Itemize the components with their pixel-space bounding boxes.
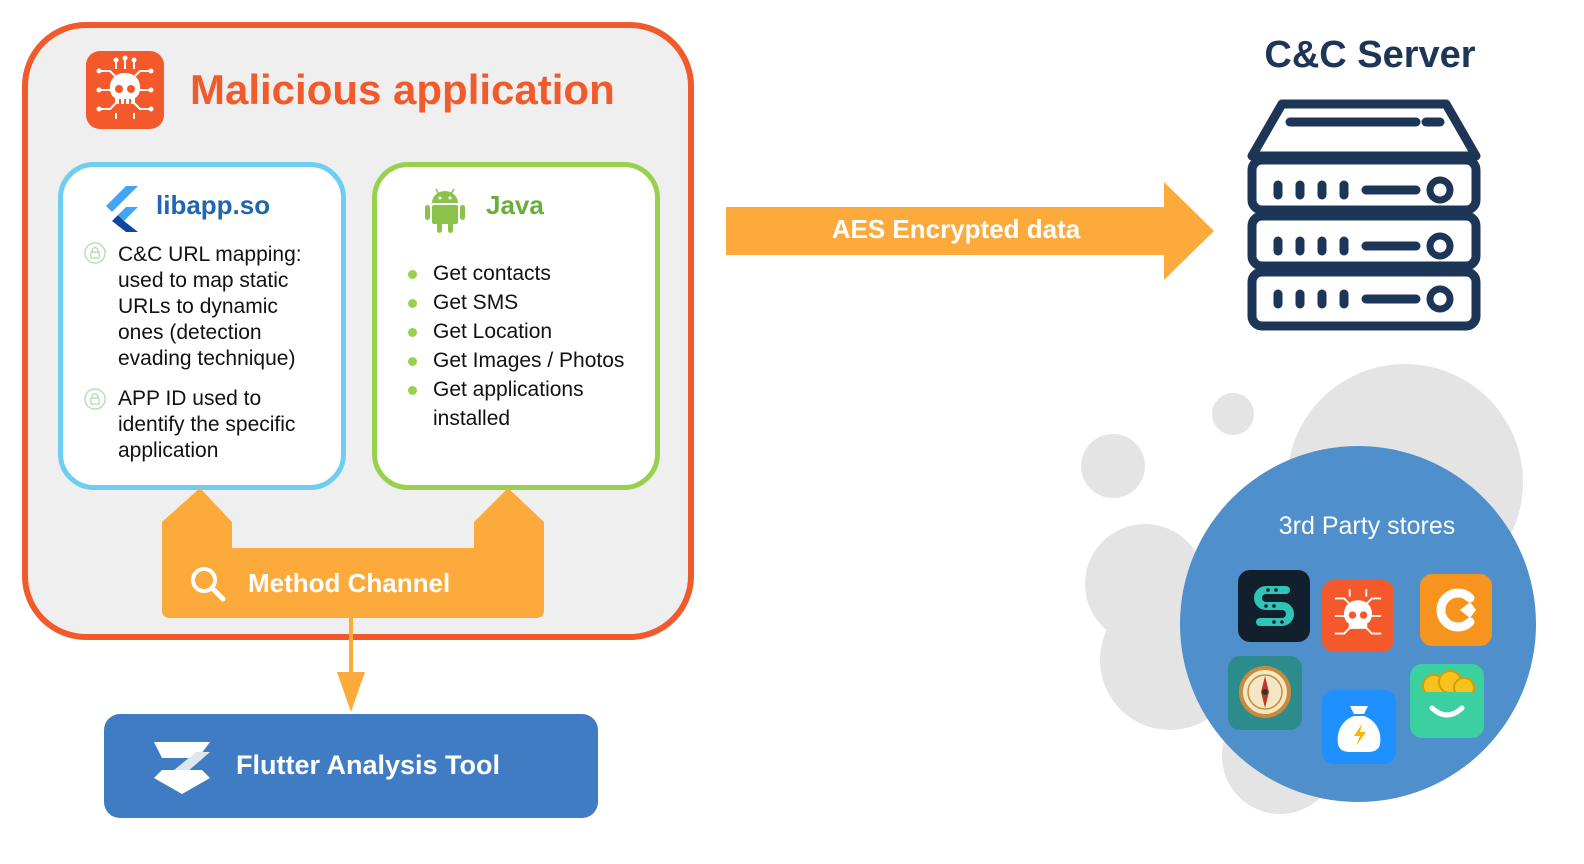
third-party-stores-title: 3rd Party stores bbox=[1278, 512, 1456, 540]
bullet-dot bbox=[408, 299, 417, 308]
coin-basket-app-icon bbox=[1410, 664, 1484, 738]
malicious-app-title: Malicious application bbox=[190, 66, 615, 113]
libapp-box bbox=[58, 162, 346, 490]
libapp-item-line: URLs to dynamic bbox=[118, 295, 278, 318]
server-rack-icon bbox=[1247, 99, 1481, 331]
java-item-text: Get applications bbox=[433, 378, 584, 401]
java-item-text: Get SMS bbox=[433, 291, 519, 314]
search-icon bbox=[191, 567, 226, 602]
method-channel-shape bbox=[162, 488, 544, 712]
lock-icon bbox=[84, 242, 106, 264]
compass-app-icon bbox=[1228, 656, 1302, 730]
dark-s-app-icon bbox=[1238, 570, 1310, 642]
libapp-item-line: ones (detection bbox=[118, 321, 262, 344]
libapp-item-line: used to map static bbox=[118, 269, 289, 292]
bullet-dot bbox=[408, 270, 417, 279]
flutter-analysis-tool-label: Flutter Analysis Tool bbox=[236, 750, 501, 780]
bullet-dot bbox=[408, 328, 417, 337]
lock-icon bbox=[84, 388, 106, 410]
java-item-text: Get Location bbox=[433, 320, 553, 343]
orange-c-app-icon bbox=[1420, 574, 1492, 646]
java-item-text: installed bbox=[433, 407, 511, 430]
java-box bbox=[372, 162, 660, 490]
bullet-dot bbox=[408, 386, 417, 395]
libapp-title: libapp.so bbox=[156, 190, 271, 220]
method-channel-label: Method Channel bbox=[248, 568, 451, 598]
bullet-dot bbox=[408, 357, 417, 366]
java-item-text: Get Images / Photos bbox=[433, 349, 625, 372]
libapp-item-line: application bbox=[118, 439, 219, 462]
java-item-text: Get contacts bbox=[433, 262, 551, 285]
skull-circuit-icon bbox=[1322, 580, 1394, 652]
libapp-item-2: APP ID used to identify the specific app… bbox=[118, 386, 295, 464]
java-title: Java bbox=[486, 190, 544, 220]
libapp-item-line: C&C URL mapping: bbox=[118, 243, 302, 266]
libapp-item-line: identify the specific bbox=[118, 413, 296, 436]
zimperium-logo-icon bbox=[154, 742, 210, 794]
skull-circuit-icon bbox=[86, 51, 164, 129]
cc-server-title: C&C Server bbox=[1264, 34, 1476, 76]
libapp-item-line: evading technique) bbox=[118, 347, 296, 370]
libapp-item-1: C&C URL mapping: used to map static URLs… bbox=[118, 242, 302, 372]
deco-circle bbox=[1081, 434, 1145, 498]
aes-label: AES Encrypted data bbox=[831, 214, 1081, 244]
android-icon bbox=[425, 188, 465, 233]
money-bag-app-icon bbox=[1322, 690, 1396, 764]
aes-arrow bbox=[726, 182, 1214, 280]
libapp-item-line: APP ID used to bbox=[118, 387, 262, 410]
flutter-icon bbox=[106, 186, 138, 232]
deco-circle bbox=[1212, 393, 1254, 435]
